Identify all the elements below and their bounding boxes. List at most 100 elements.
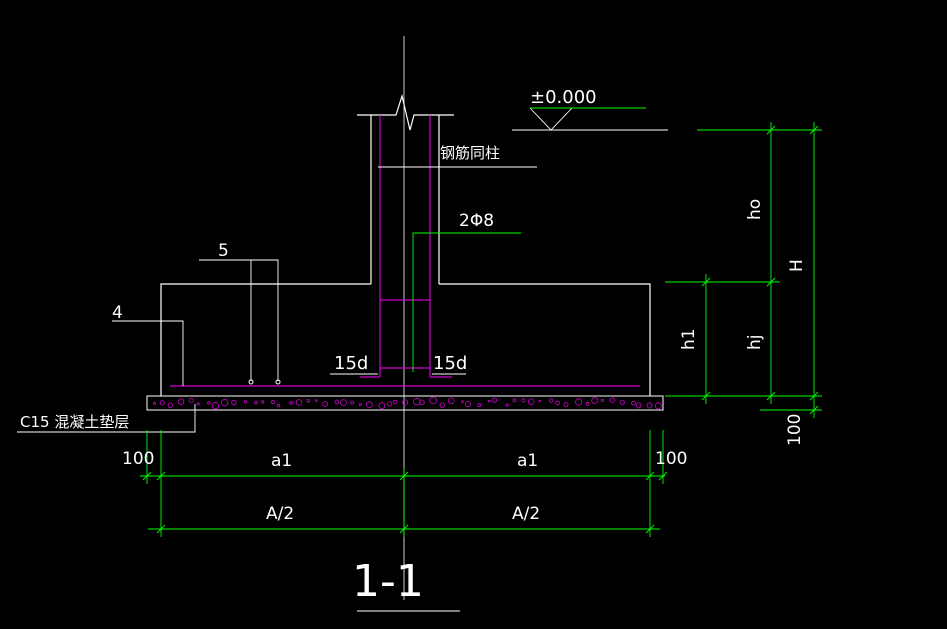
item4-leader (112, 320, 184, 386)
dim-half-width-right: A/2 (512, 504, 540, 524)
anchor-right-label: 15d (433, 353, 467, 374)
cushion-hatch-dot (270, 399, 275, 405)
tick-r1-404 (399, 471, 409, 481)
rebar-same-as-column-label: 钢筋同柱 (440, 144, 500, 162)
elevation-label: ±0.000 (530, 87, 597, 108)
cushion-hatch-dot (334, 399, 340, 405)
cushion-hatch-dot (159, 400, 165, 406)
cushion-hatch-dot (402, 399, 409, 406)
cushion-hatch-dot (646, 402, 653, 409)
cushion-hatch-dot (358, 402, 362, 406)
item5-dot-a (248, 379, 254, 385)
rebar-group (170, 115, 640, 387)
tick-r1-663 (658, 471, 668, 481)
cushion-hatch-dot (177, 398, 185, 405)
item5-leader-a (199, 259, 279, 381)
cushion-hatch-dot (464, 401, 471, 408)
cushion-hatch-dot (419, 399, 425, 405)
cushion-hatch-dot (575, 398, 583, 406)
footing-outline (160, 283, 371, 396)
cushion-layer (146, 395, 664, 411)
cushion-hatch-dot (314, 399, 318, 402)
tick-r1-650 (645, 471, 655, 481)
cushion-hatch-dot (322, 401, 329, 408)
cushion-hatch-dot (261, 400, 265, 404)
cushion-hatch-dot (392, 399, 398, 404)
cushion-hatch-dot (563, 402, 569, 407)
tick-v-hj-bot (766, 391, 776, 401)
tick-v-H-top (809, 125, 819, 135)
cushion-hatch-dot (477, 403, 482, 408)
leader-lines (17, 107, 668, 433)
cushion-hatch-dot (585, 401, 590, 406)
cushion-hatch-dot (378, 402, 386, 410)
tick-r1-161 (156, 471, 166, 481)
elevation-triangle (529, 107, 573, 131)
section-title: 1-1 (352, 556, 424, 607)
cushion-hatch-dot (609, 397, 616, 404)
dim-H: H (787, 259, 807, 272)
tick-v-H-cush (809, 405, 819, 415)
foundation-outline (160, 93, 651, 396)
tick-r1-147 (142, 471, 152, 481)
item5-dot-b (275, 379, 281, 385)
cushion-hatch-dot (491, 397, 497, 403)
cushion-hatch-dot (631, 400, 636, 406)
dim-half-left: a1 (271, 451, 292, 471)
tick-v-h1-top (701, 277, 711, 287)
dim-half-right: a1 (517, 451, 538, 471)
cushion-hatch-dot (487, 399, 491, 403)
cushion-hatch-dot (461, 400, 464, 403)
cushion-hatch-dot (188, 397, 194, 403)
cushion-hatch-dot (340, 399, 347, 407)
cushion-hatch-dot (538, 399, 541, 403)
tick-v-hj-top (766, 125, 776, 135)
tick-r2-650 (645, 524, 655, 534)
cushion-layer-outline (146, 395, 664, 411)
dim-half-width-left: A/2 (266, 504, 294, 524)
cushion-hatch-dot (365, 401, 373, 409)
anchor-left-label: 15d (334, 353, 368, 374)
cushion-hatch-dot (548, 398, 554, 403)
cushion-hatch-dot (276, 403, 281, 408)
cushion-hatch-dot (254, 400, 258, 405)
cushion-hatch-dot (600, 398, 605, 403)
dim-hj: hj (745, 335, 765, 351)
cushion-hatch-dot (413, 397, 421, 406)
cushion-hatch-dot (243, 400, 247, 404)
dim-ho: ho (745, 199, 765, 220)
text-labels: ±0.000 钢筋同柱 2Φ8 5 4 15d 15d C15 混凝土垫层 10… (20, 87, 807, 607)
cushion-hatch-dot (439, 402, 445, 408)
cushion-hatch-dot (635, 402, 642, 409)
cushion-hatch-dot (654, 402, 662, 410)
cushion-hatch-dot (231, 399, 237, 406)
column-break-line (357, 93, 454, 131)
tick-v-hj-mid (766, 277, 776, 287)
cushion-hatch-dot (505, 403, 509, 407)
cushion-hatch-dot (167, 402, 174, 408)
cushion-hatch-dot (350, 400, 355, 405)
stirrup-leader (412, 232, 521, 372)
cushion-hatch-dot (447, 397, 455, 405)
cushion-hatch-dot (152, 401, 156, 405)
cushion-hatch-dot (429, 396, 438, 405)
cushion-hatch-dot (295, 399, 303, 406)
tick-r2-161 (156, 524, 166, 534)
dim-right-offset: 100 (655, 449, 687, 469)
cushion-hatch-dot (619, 399, 625, 405)
tick-v-H-bot (809, 391, 819, 401)
cushion-hatch-dot (387, 401, 393, 407)
cushion-hatch-dot (521, 398, 526, 403)
tick-r2-404 (399, 524, 409, 534)
cushion-hatch-dot (220, 399, 229, 407)
cushion-hatch-dot (207, 401, 211, 405)
footing-outline-right (439, 283, 651, 396)
item-4-label: 4 (112, 303, 123, 323)
stirrup-spec-label: 2Φ8 (459, 211, 494, 231)
dimension-lines (140, 122, 822, 537)
cushion-hatch-dot (527, 398, 535, 406)
cushion-hatch (152, 396, 662, 410)
cushion-hatch-dot (211, 401, 219, 410)
cushion-hatch-dot (196, 402, 200, 406)
